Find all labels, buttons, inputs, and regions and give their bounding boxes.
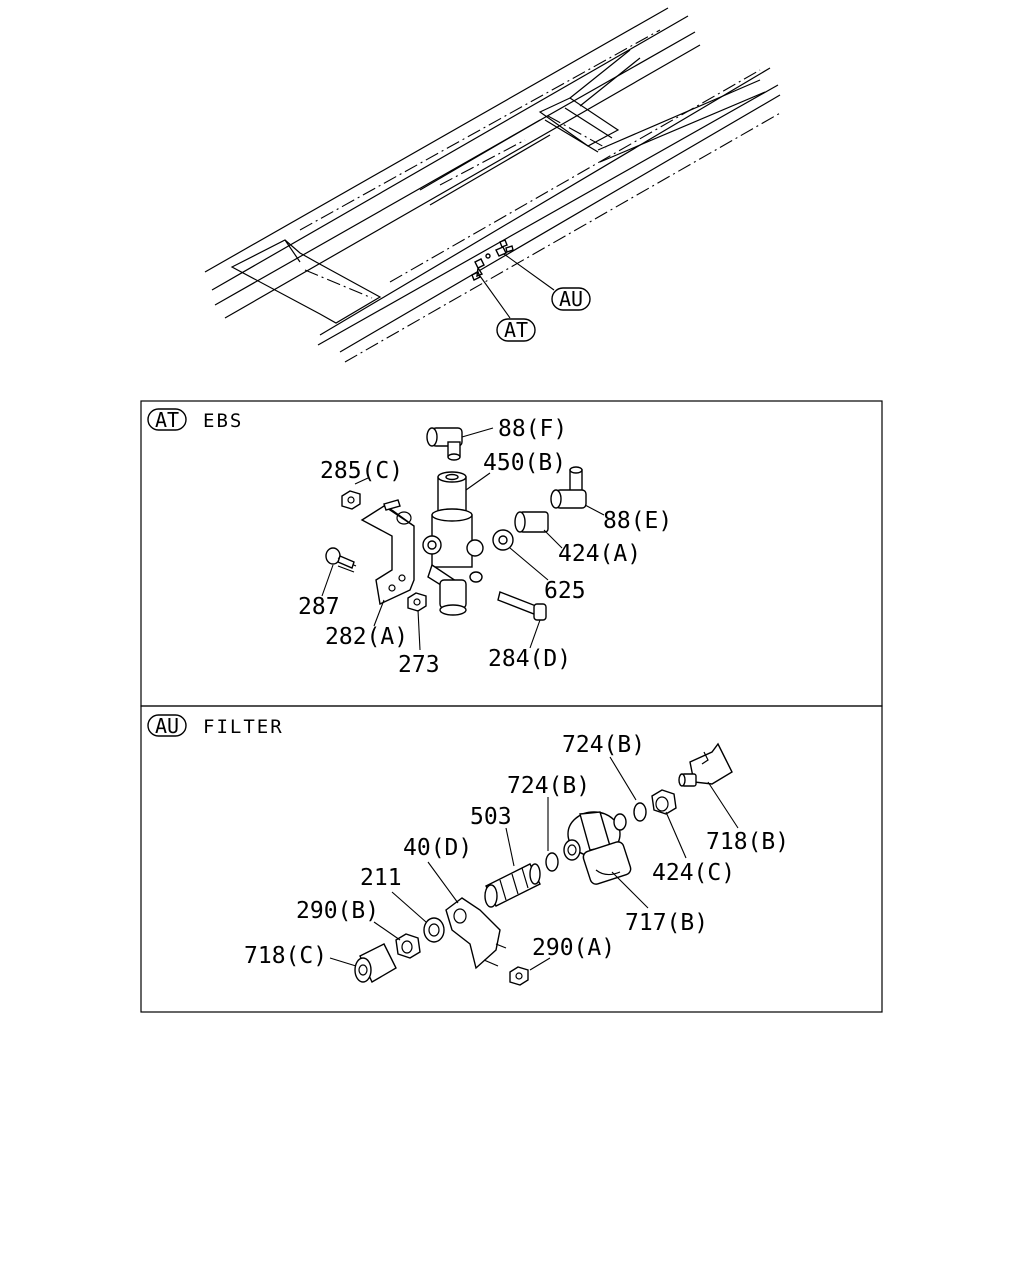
filter-panel-border bbox=[140, 705, 883, 1013]
label-424a: 424(A) bbox=[558, 541, 641, 567]
nut-424c-drawing bbox=[651, 789, 677, 815]
nut-273-drawing bbox=[407, 592, 427, 612]
filter-title: FILTER bbox=[203, 716, 284, 738]
label-287: 287 bbox=[298, 594, 340, 620]
ebs-panel: AT EBS bbox=[140, 400, 883, 707]
chassis-frame-drawing bbox=[204, 7, 783, 363]
elbow-88e-drawing bbox=[550, 466, 587, 509]
label-290b: 290(B) bbox=[296, 898, 379, 924]
label-285c: 285(C) bbox=[320, 458, 403, 484]
label-284d: 284(D) bbox=[488, 646, 571, 672]
elbow-88f-drawing bbox=[426, 427, 463, 461]
label-625: 625 bbox=[544, 578, 586, 604]
filter-panel: AU FILTER bbox=[140, 705, 883, 1013]
bracket-282a-drawing bbox=[360, 505, 415, 606]
adapter-424a-drawing bbox=[514, 511, 549, 533]
label-88f: 88(F) bbox=[498, 416, 567, 442]
bracket-40d-drawing bbox=[445, 897, 507, 970]
callout-au-label: AU bbox=[559, 287, 583, 311]
callout-at: AT bbox=[496, 318, 536, 342]
valve-450b-drawing bbox=[422, 471, 484, 616]
filter-717b-drawing bbox=[563, 811, 632, 885]
ebs-tag: AT bbox=[155, 408, 179, 432]
label-290a: 290(A) bbox=[532, 935, 615, 961]
label-282a: 282(A) bbox=[325, 624, 408, 650]
filter-tag-badge bbox=[147, 714, 187, 737]
nut-285c-drawing bbox=[341, 490, 361, 510]
oring-724b-drawing bbox=[545, 802, 647, 872]
label-211: 211 bbox=[360, 865, 402, 891]
label-718c: 718(C) bbox=[244, 943, 327, 969]
bolt-284d-drawing bbox=[497, 591, 547, 621]
nut-290b-drawing bbox=[395, 933, 421, 959]
label-273: 273 bbox=[398, 652, 440, 678]
callout-au: AU bbox=[551, 287, 591, 311]
nipple-503-drawing bbox=[484, 863, 541, 908]
label-424c: 424(C) bbox=[652, 860, 735, 886]
washer-211-drawing bbox=[423, 917, 445, 943]
bolt-287-drawing bbox=[325, 547, 357, 573]
fitting-718b-drawing bbox=[678, 742, 733, 787]
label-40d: 40(D) bbox=[403, 835, 472, 861]
fitting-718c-drawing bbox=[354, 943, 397, 983]
label-503: 503 bbox=[470, 804, 512, 830]
label-88e: 88(E) bbox=[603, 508, 672, 534]
label-717b: 717(B) bbox=[625, 910, 708, 936]
ebs-title: EBS bbox=[203, 410, 243, 432]
nut-290a-drawing bbox=[509, 966, 529, 986]
filter-tag: AU bbox=[155, 714, 179, 738]
label-718b: 718(B) bbox=[706, 829, 789, 855]
washer-625-drawing bbox=[492, 529, 514, 551]
label-724b-lower: 724(B) bbox=[507, 773, 590, 799]
label-724b-upper: 724(B) bbox=[562, 732, 645, 758]
label-450b: 450(B) bbox=[483, 450, 566, 476]
callout-at-label: AT bbox=[504, 318, 528, 342]
ebs-tag-badge bbox=[147, 408, 187, 431]
